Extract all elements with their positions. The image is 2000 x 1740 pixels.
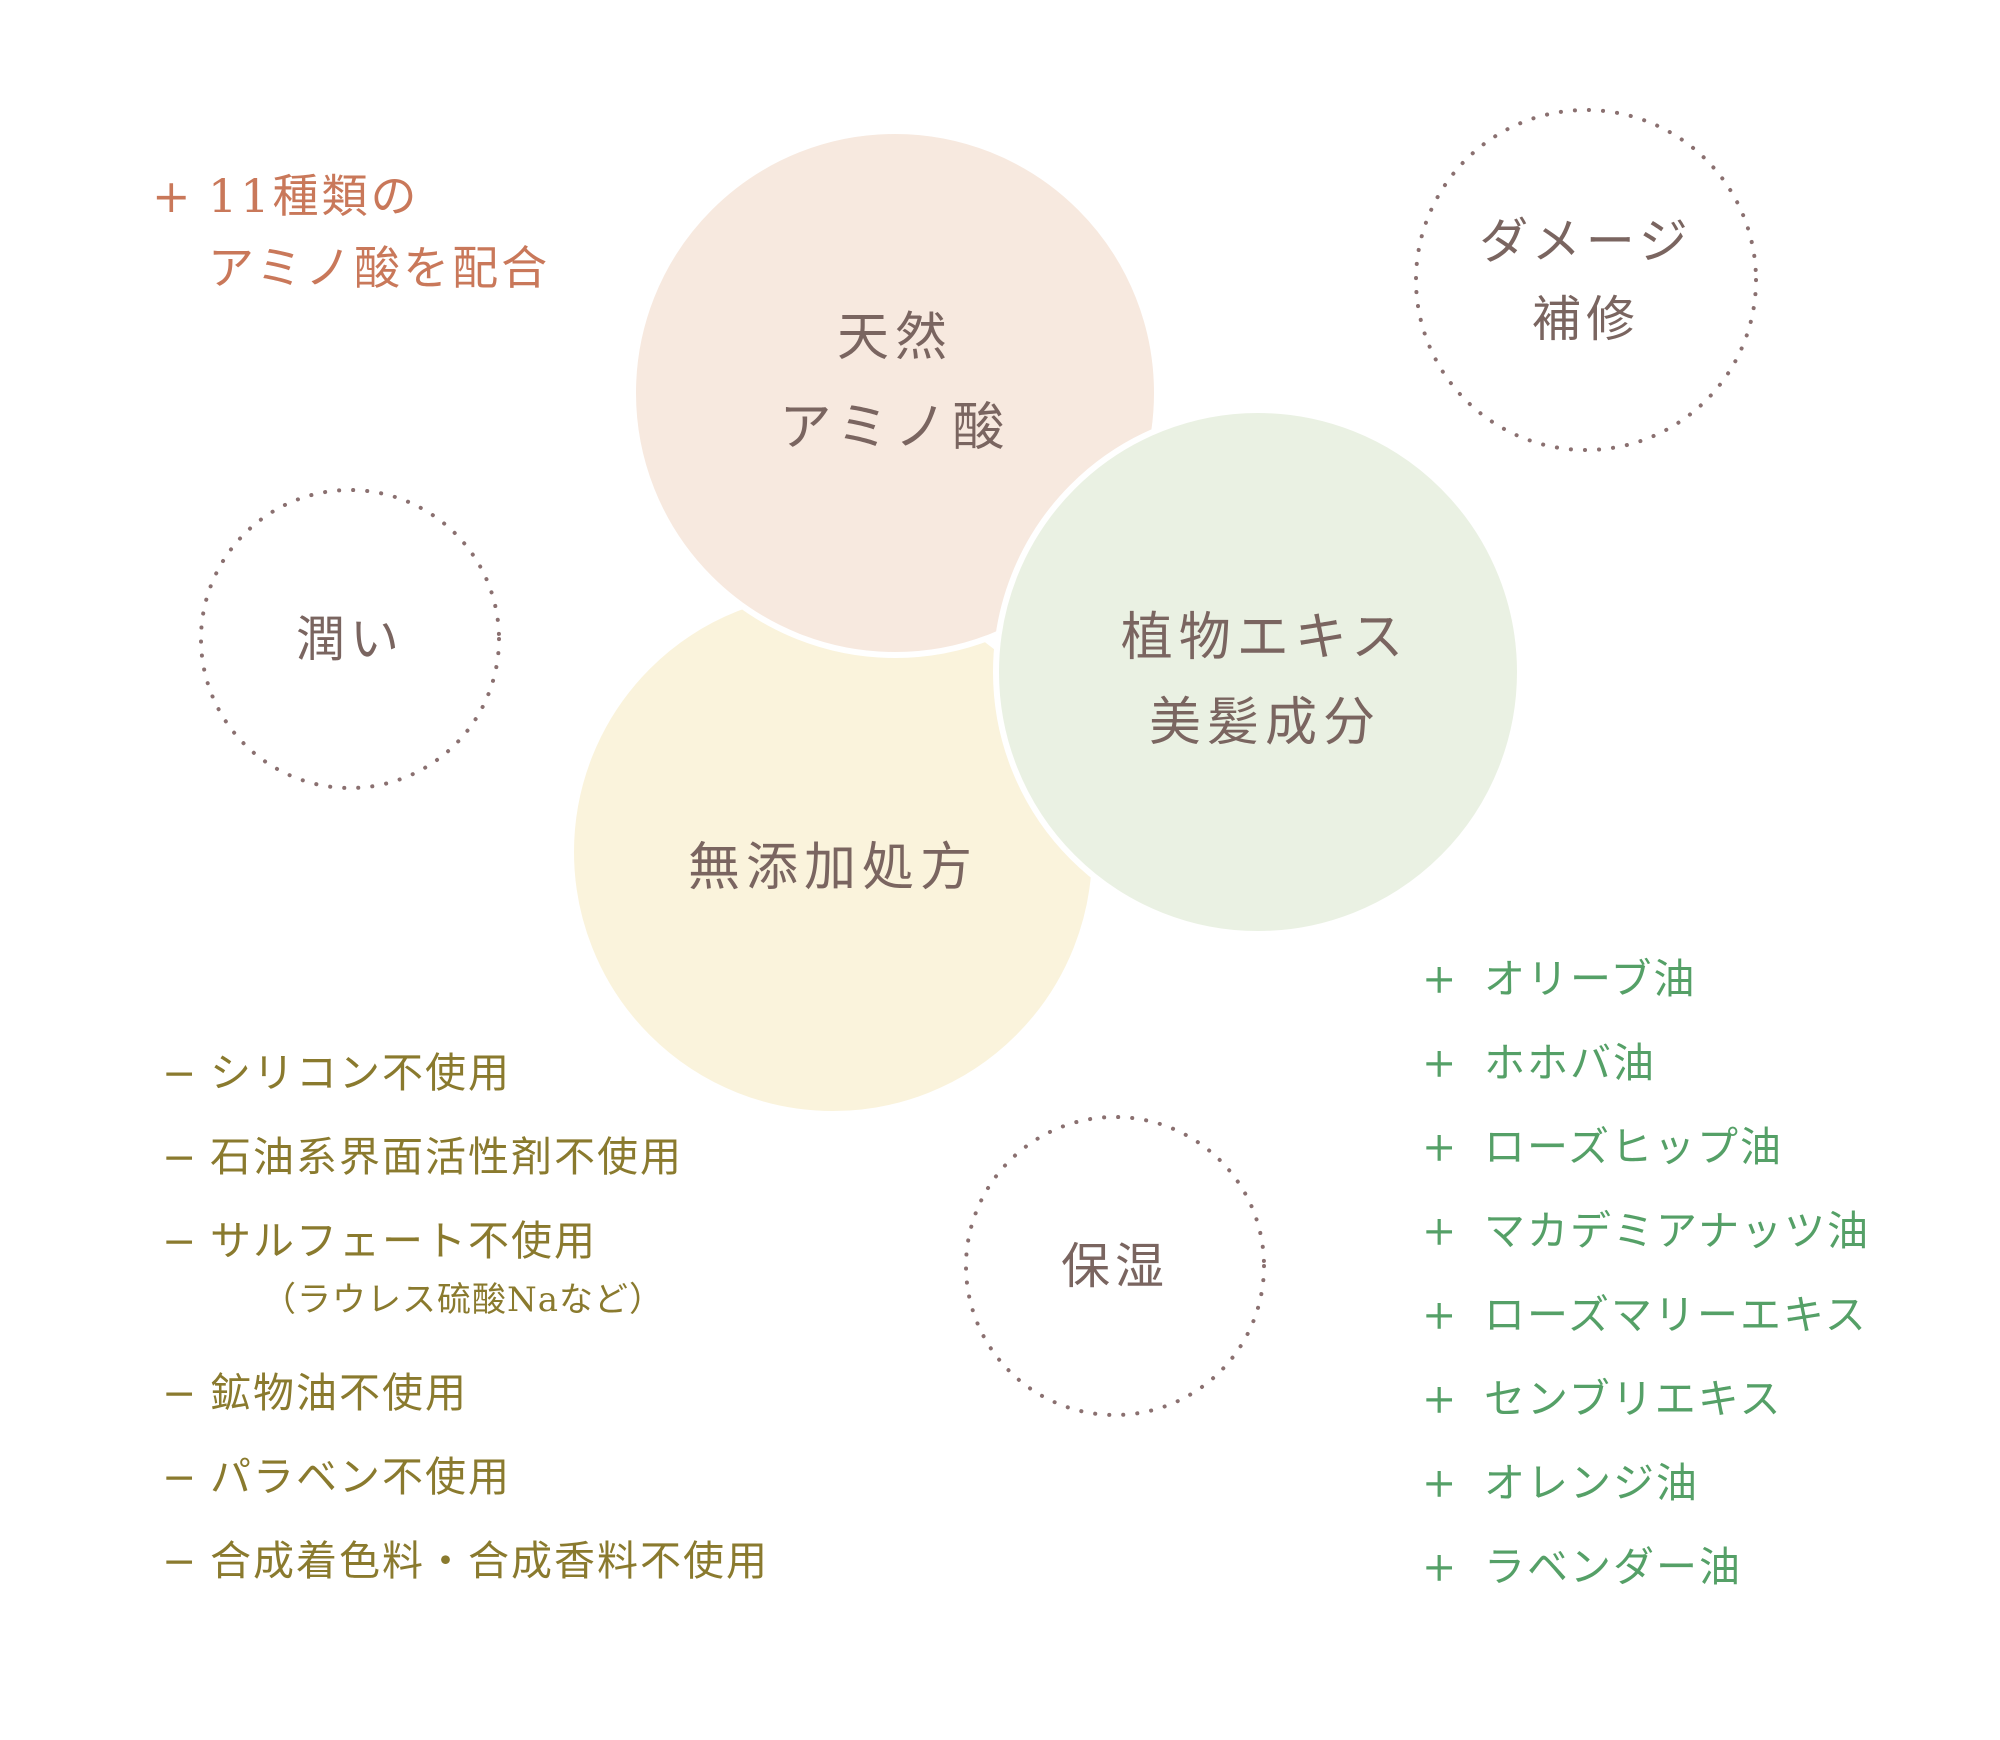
list-item: −合成着色料・合成香料不使用 bbox=[162, 1532, 769, 1616]
minus-icon: − bbox=[162, 1453, 199, 1501]
list-item-label: センブリエキス bbox=[1484, 1375, 1783, 1423]
benefit-hydration-label: 保湿 bbox=[1061, 1238, 1169, 1295]
benefit-circle-hydration bbox=[964, 1115, 1266, 1417]
plant-circle-label-line1: 植物エキス bbox=[1121, 608, 1409, 668]
minus-icon: − bbox=[162, 1537, 199, 1585]
benefit-circle-damage-repair bbox=[1414, 108, 1758, 452]
circle-plant-extract bbox=[993, 407, 1523, 937]
list-item-label: 合成着色料・合成香料不使用 bbox=[210, 1537, 769, 1585]
list-item-label: ローズマリーエキス bbox=[1484, 1291, 1868, 1339]
list-item-label: ローズヒップ油 bbox=[1484, 1123, 1783, 1171]
list-item-label: パラベン不使用 bbox=[210, 1453, 511, 1501]
benefit-circle-moisture bbox=[199, 488, 501, 790]
plus-icon: + bbox=[1422, 955, 1459, 1003]
minus-icon: − bbox=[162, 1133, 199, 1181]
minus-icon: − bbox=[162, 1049, 199, 1097]
plus-icon: + bbox=[1422, 1291, 1459, 1339]
list-item-label: シリコン不使用 bbox=[210, 1049, 511, 1097]
circle-amino-acid bbox=[630, 128, 1160, 658]
list-item: −シリコン不使用 bbox=[162, 1044, 769, 1128]
plus-icon: + bbox=[1422, 1123, 1459, 1171]
amino-circle-label-line2: アミノ酸 bbox=[780, 398, 1011, 458]
benefit-damage-repair-line1: ダメージ bbox=[1479, 213, 1693, 270]
additive-free-circle-label: 無添加処方 bbox=[688, 838, 978, 898]
list-item: + オレンジ油 bbox=[1422, 1454, 1870, 1538]
amino-acid-note: +11種類の アミノ酸を配合 bbox=[152, 160, 550, 304]
list-item: −サルフェート不使用 （ラウレス硫酸Naなど） bbox=[162, 1212, 769, 1364]
list-item: −石油系界面活性剤不使用 bbox=[162, 1128, 769, 1212]
list-item-label: ホホバ油 bbox=[1484, 1039, 1656, 1087]
list-item-note: （ラウレス硫酸Naなど） bbox=[262, 1280, 665, 1320]
list-item-label: 石油系界面活性剤不使用 bbox=[210, 1133, 683, 1181]
plus-icon: + bbox=[1422, 1039, 1459, 1087]
list-item-label: オリーブ油 bbox=[1484, 955, 1697, 1003]
list-item: −パラベン不使用 bbox=[162, 1448, 769, 1532]
list-item-label: オレンジ油 bbox=[1484, 1459, 1699, 1507]
plant-circle-label-line2: 美髪成分 bbox=[1149, 693, 1381, 753]
plus-icon: + bbox=[1422, 1543, 1459, 1591]
plus-icon: + bbox=[152, 169, 194, 223]
list-item: + センブリエキス bbox=[1422, 1370, 1870, 1454]
list-item: −鉱物油不使用 bbox=[162, 1364, 769, 1448]
minus-icon: − bbox=[162, 1369, 199, 1417]
benefit-damage-repair-line2: 補修 bbox=[1532, 291, 1640, 348]
list-item: + ラベンダー油 bbox=[1422, 1538, 1870, 1622]
amino-circle-label-line1: 天然 bbox=[837, 308, 953, 368]
amino-note-line1: 11種類の bbox=[208, 169, 420, 223]
plant-ingredients-list: + オリーブ油 + ホホバ油 + ローズヒップ油 + マカデミアナッツ油 + ローズマリー… bbox=[1422, 950, 1870, 1622]
list-item-label: サルフェート不使用 bbox=[210, 1217, 597, 1265]
list-item-label: 鉱物油不使用 bbox=[210, 1369, 468, 1417]
additive-free-list: −シリコン不使用 −石油系界面活性剤不使用 −サルフェート不使用（ラウレス硫酸N… bbox=[162, 1044, 769, 1616]
list-item: + ホホバ油 bbox=[1422, 1034, 1870, 1118]
list-item-label: ラベンダー油 bbox=[1484, 1543, 1742, 1591]
minus-icon: − bbox=[162, 1217, 199, 1265]
list-item: + マカデミアナッツ油 bbox=[1422, 1202, 1870, 1286]
amino-note-line2: アミノ酸を配合 bbox=[208, 241, 551, 295]
list-item: + オリーブ油 bbox=[1422, 950, 1870, 1034]
list-item: + ローズヒップ油 bbox=[1422, 1118, 1870, 1202]
plus-icon: + bbox=[1422, 1375, 1459, 1423]
benefit-moisture-label: 潤い bbox=[296, 611, 404, 668]
list-item: + ローズマリーエキス bbox=[1422, 1286, 1870, 1370]
plus-icon: + bbox=[1422, 1207, 1459, 1255]
plus-icon: + bbox=[1422, 1459, 1459, 1507]
list-item-label: マカデミアナッツ油 bbox=[1484, 1207, 1871, 1255]
